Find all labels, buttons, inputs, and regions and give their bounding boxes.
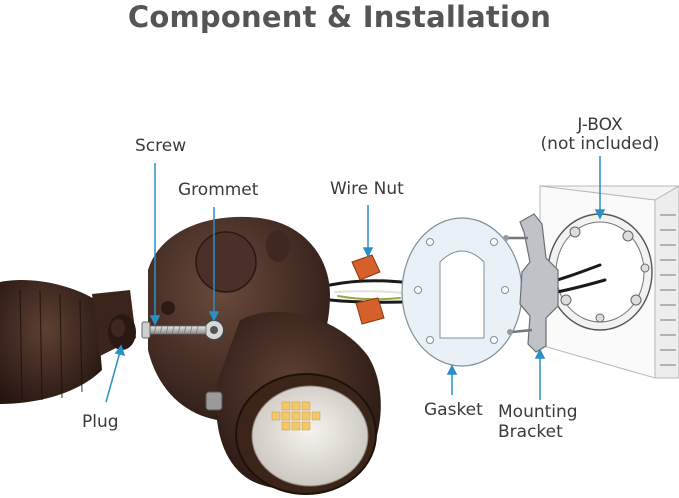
mounting-bracket-label-line2: Bracket — [498, 422, 563, 442]
plug-label: Plug — [82, 412, 119, 432]
gasket-label: Gasket — [424, 400, 483, 420]
leader-lines — [105, 156, 606, 403]
wire-nut-icons — [351, 254, 385, 325]
mounting-bracket-label: Mounting Bracket — [498, 402, 578, 442]
wire-nut-label: Wire Nut — [330, 179, 404, 199]
mounting-bracket — [503, 213, 559, 353]
gasket — [401, 217, 523, 367]
screw-icon — [141, 321, 207, 339]
led-array-icon — [271, 401, 321, 431]
j-box-label-line2: (not included) — [540, 134, 660, 154]
screw-label: Screw — [135, 136, 187, 156]
grommet-label: Grommet — [178, 180, 259, 200]
front-lamp-head — [205, 311, 381, 495]
mounting-bracket-label-line1: Mounting — [498, 402, 578, 422]
j-box-label: J-BOX (not included) — [540, 116, 660, 154]
plug-icon — [108, 314, 136, 350]
j-box-label-line1: J-BOX — [577, 115, 623, 135]
j-box — [547, 213, 653, 331]
page-title: Component & Installation — [127, 0, 552, 34]
